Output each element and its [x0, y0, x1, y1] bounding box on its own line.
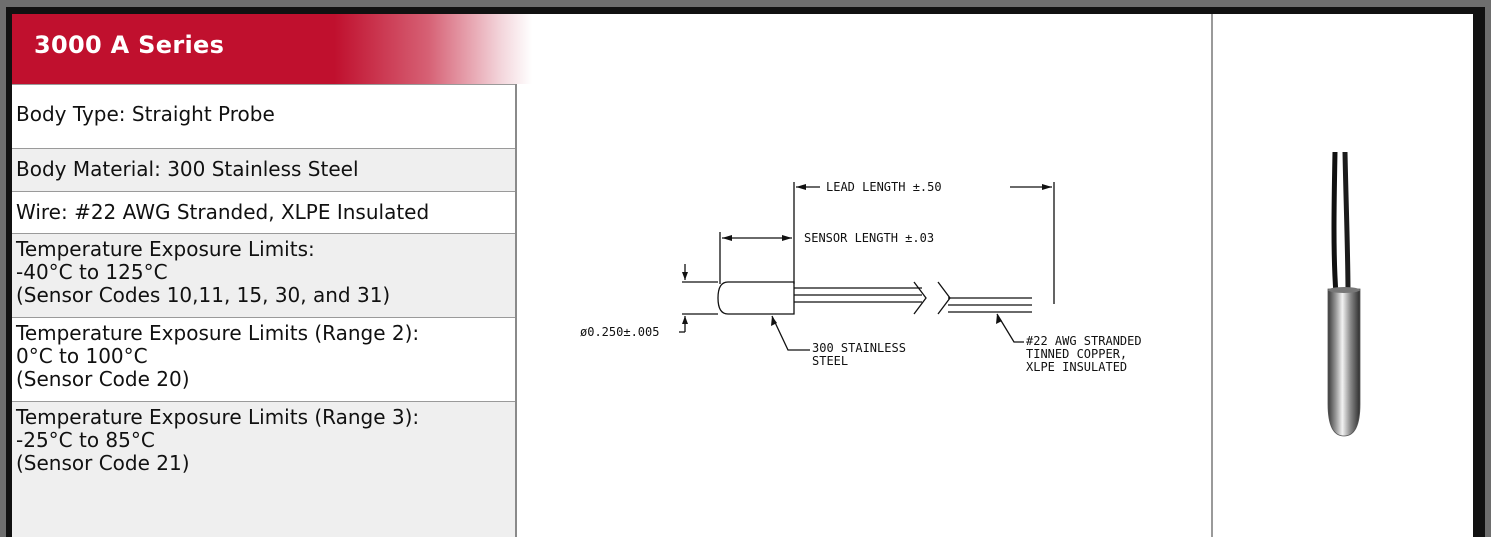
spec-row-temp-limits: Temperature Exposure Limits: -40°C to 12…: [12, 233, 515, 317]
spec-line: 0°C to 100°C: [16, 344, 148, 368]
spec-row-body-type: Body Type: Straight Probe: [12, 84, 515, 148]
probe-photo: [1327, 151, 1361, 437]
wire-label-line-2: TINNED COPPER,: [1026, 347, 1127, 361]
body-label-line-1: 300 STAINLESS: [812, 341, 906, 355]
spec-line: -25°C to 85°C: [16, 428, 155, 452]
product-sheet: 3000 A Series Body Type: Straight Probe …: [12, 14, 1473, 537]
spec-line: Body Material: 300 Stainless Steel: [16, 157, 359, 181]
body-label-line-2: STEEL: [812, 354, 848, 368]
sensor-length-label: SENSOR LENGTH ±.03: [804, 231, 934, 245]
spec-line: (Sensor Code 21): [16, 451, 190, 475]
wire-label-line-3: XLPE INSULATED: [1026, 360, 1127, 374]
spec-line: Temperature Exposure Limits (Range 2):: [16, 321, 420, 345]
column-divider: [1211, 14, 1213, 537]
wire-label-line-1: #22 AWG STRANDED: [1026, 334, 1142, 348]
spec-row-temp-range-2: Temperature Exposure Limits (Range 2): 0…: [12, 317, 515, 401]
spec-row-temp-range-3: Temperature Exposure Limits (Range 3): -…: [12, 401, 515, 537]
spec-line: (Sensor Codes 10,11, 15, 30, and 31): [16, 283, 391, 307]
series-banner: 3000 A Series: [12, 14, 532, 84]
spec-line: -40°C to 125°C: [16, 260, 168, 284]
series-title: 3000 A Series: [34, 31, 225, 59]
spec-line: Temperature Exposure Limits (Range 3):: [16, 405, 420, 429]
spec-line: (Sensor Code 20): [16, 367, 190, 391]
spec-line: Temperature Exposure Limits:: [16, 237, 315, 261]
diameter-label: ø0.250±.005: [580, 325, 659, 339]
spec-row-body-material: Body Material: 300 Stainless Steel: [12, 148, 515, 191]
spec-row-wire: Wire: #22 AWG Stranded, XLPE Insulated: [12, 191, 515, 233]
probe-dimension-drawing: LEAD LENGTH ±.50 SENSOR LENGTH ±.03 ø0.2…: [580, 180, 1142, 374]
lead-length-label: LEAD LENGTH ±.50: [826, 180, 942, 194]
spec-line: Wire: #22 AWG Stranded, XLPE Insulated: [16, 200, 430, 224]
spec-list: Body Type: Straight Probe Body Material:…: [12, 84, 517, 537]
spec-line: Body Type: Straight Probe: [16, 102, 275, 126]
